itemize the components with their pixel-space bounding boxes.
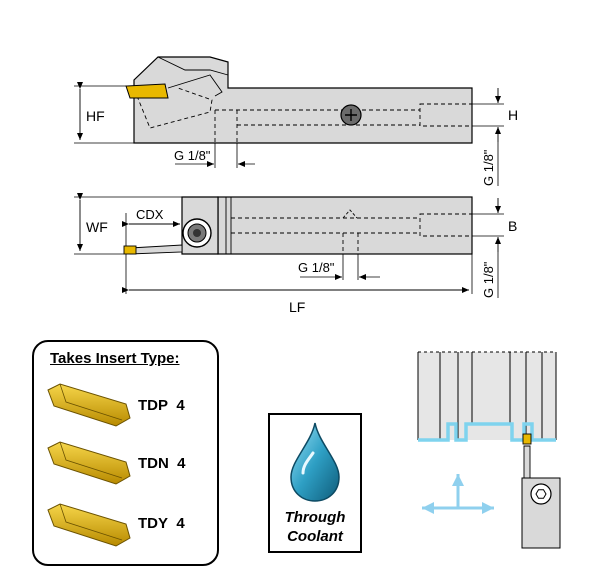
h-label: H [508, 107, 518, 123]
insert-panel-title: Takes Insert Type: [50, 350, 180, 367]
insert-size: 4 [177, 455, 186, 472]
insert-item-tdn: TDN 4 [138, 455, 186, 472]
insert-item-tdp: TDP 4 [138, 397, 185, 414]
hf-label: HF [86, 108, 105, 124]
insert-code: TDY [138, 515, 168, 532]
b-label: B [508, 218, 517, 234]
tdn-insert-icon [47, 441, 131, 485]
holder-body-plan [217, 196, 473, 255]
wf-label: WF [86, 219, 108, 235]
water-drop-icon [290, 422, 340, 502]
coolant-line1: Through [284, 509, 346, 526]
through-coolant-badge: Through Coolant [268, 413, 362, 553]
insert-type-panel: Takes Insert Type: TDP 4 TDN 4 TDY 4 [32, 340, 219, 566]
insert-size: 4 [176, 515, 185, 532]
insert-code: TDN [138, 455, 169, 472]
insert-top-view [125, 83, 169, 99]
insert-code: TDP [138, 397, 168, 414]
insert-cutting-icon [522, 433, 532, 445]
g-top-side-label: G 1/8" [481, 149, 496, 186]
cdx-label: CDX [136, 207, 164, 222]
insert-size: 4 [176, 397, 185, 414]
groove-profile [418, 422, 556, 442]
g-lower-side-label: G 1/8" [481, 261, 496, 298]
coolant-line2: Coolant [287, 528, 343, 545]
g-lower-bottom-label: G 1/8" [298, 260, 335, 275]
tdy-insert-icon [47, 503, 131, 547]
tdp-insert-icon [47, 383, 131, 427]
insert-plan-view [123, 245, 137, 255]
g-top-bottom-label: G 1/8" [174, 148, 211, 163]
grooving-illustration [417, 351, 561, 549]
plan-view: WF CDX B G 1/8" G 1/8" LF [74, 193, 517, 315]
insert-item-tdy: TDY 4 [138, 515, 185, 532]
lf-label: LF [289, 299, 305, 315]
top-view: HF H G 1/8" G 1/8" [74, 56, 518, 186]
